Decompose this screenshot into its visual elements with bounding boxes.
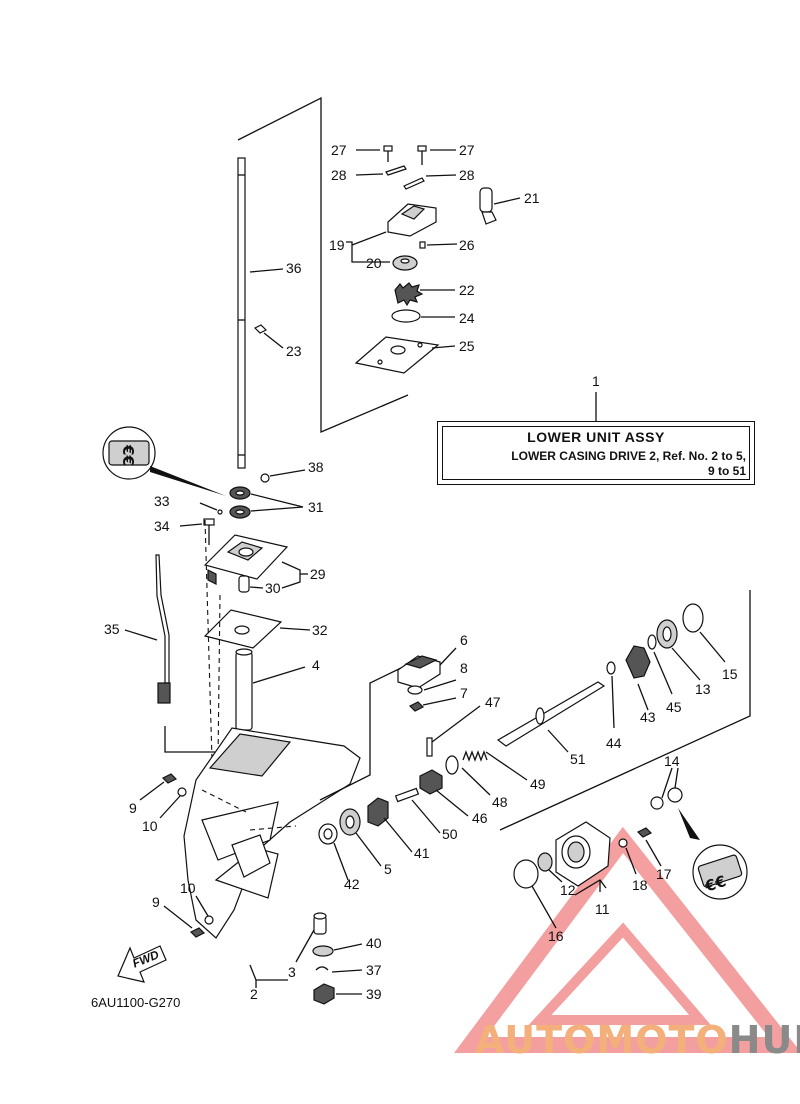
reverse-gear-stack	[606, 603, 726, 729]
assembly-title: LOWER UNIT ASSY	[527, 429, 665, 445]
callout-48: 48	[492, 794, 508, 810]
mounting-bolt	[179, 518, 215, 545]
callout-18: 18	[632, 877, 648, 893]
callout-29: 29	[310, 566, 326, 582]
callout-3: 3	[288, 964, 296, 980]
callout-42: 42	[344, 876, 360, 892]
callout-51: 51	[570, 751, 586, 767]
bearing-housing-cap	[513, 767, 683, 929]
sealant-mark-left: €€	[119, 444, 137, 466]
impeller	[394, 282, 455, 307]
callout-27b: 27	[459, 142, 475, 158]
propeller-shaft	[496, 681, 606, 753]
callout-19: 19	[329, 237, 345, 253]
callout-7: 7	[460, 685, 468, 701]
callout-9: 9	[129, 800, 137, 816]
watermark-moto: MOTO	[596, 1018, 729, 1062]
callout-2: 2	[250, 986, 258, 1002]
assembly-reference-range: 9 to 51	[707, 464, 746, 478]
callout-50: 50	[442, 826, 458, 842]
callout-28a: 28	[331, 167, 347, 183]
callout-12: 12	[560, 882, 576, 898]
water-pipe	[235, 648, 306, 731]
callout-31: 31	[308, 499, 324, 515]
outer-plate	[354, 336, 456, 374]
callout-37: 37	[366, 962, 382, 978]
sealant-callout-right	[678, 808, 748, 900]
callout-labels: 1 2 3 4 5 6 7 8 9 10 9 10 11 12 13 14 15…	[104, 142, 738, 1002]
water-pump-housing	[346, 203, 458, 263]
lower-casing	[183, 727, 361, 988]
callout-10: 10	[142, 818, 158, 834]
oil-seals	[199, 469, 306, 519]
callout-13: 13	[695, 681, 711, 697]
assembly-reference-inner-frame	[442, 426, 750, 480]
lower-bearing-parts	[295, 912, 363, 1005]
callout-24: 24	[459, 310, 475, 326]
callout-39: 39	[366, 986, 382, 1002]
housing-gasket	[203, 609, 311, 649]
callout-36: 36	[286, 260, 302, 276]
callout-11: 11	[595, 901, 610, 917]
callout-5: 5	[384, 861, 392, 877]
water-pump-group-outline	[237, 96, 409, 433]
callout-47: 47	[485, 694, 501, 710]
bushing	[238, 575, 264, 593]
anode-cover	[397, 647, 457, 712]
callout-46: 46	[472, 810, 488, 826]
insert-cartridge	[392, 255, 418, 271]
callout-17: 17	[656, 866, 672, 882]
callout-44: 44	[606, 735, 622, 751]
shift-rod	[124, 554, 171, 704]
callout-23: 23	[286, 343, 302, 359]
callout-40: 40	[366, 935, 382, 951]
callout-27a: 27	[331, 142, 347, 158]
callout-6: 6	[460, 632, 468, 648]
shaft-housing	[203, 534, 308, 589]
callout-45: 45	[666, 699, 682, 715]
callout-30: 30	[265, 580, 281, 596]
drive-shaft	[237, 157, 284, 469]
bearing-and-pinion	[318, 797, 413, 881]
callout-9b: 9	[152, 894, 160, 910]
pump-bolts	[355, 145, 457, 190]
callout-33: 33	[154, 493, 170, 509]
callout-8: 8	[460, 660, 468, 676]
callout-35: 35	[104, 621, 120, 637]
callout-25: 25	[459, 338, 475, 354]
callout-32: 32	[312, 622, 328, 638]
callout-34: 34	[154, 518, 170, 534]
callout-14: 14	[664, 753, 680, 769]
water-tube	[479, 187, 521, 225]
callout-21: 21	[524, 190, 540, 206]
callout-22: 22	[459, 282, 475, 298]
assembly-reference-box: LOWER UNIT ASSY LOWER CASING DRIVE 2, Re…	[437, 421, 755, 485]
watermark-text: AUTOMOTOHUB	[475, 1018, 800, 1062]
propeller-shaft-group-outline	[319, 590, 751, 831]
callout-1: 1	[592, 373, 600, 389]
assembly-reference-line: LOWER CASING DRIVE 2, Ref. No. 2 to 5,	[511, 449, 746, 463]
callout-4: 4	[312, 657, 320, 673]
callout-15: 15	[722, 666, 738, 682]
sealant-callout-left	[102, 426, 226, 496]
diagram-code: 6AU1100-G270	[91, 995, 181, 1010]
dog-clutch	[394, 705, 528, 834]
callout-41: 41	[414, 845, 430, 861]
callout-28b: 28	[459, 167, 475, 183]
watermark-logo-triangle	[454, 826, 800, 1053]
callout-49: 49	[530, 776, 546, 792]
sealant-mark-right: €€	[702, 872, 728, 896]
drain-bolts	[139, 773, 214, 938]
forward-arrow-icon	[117, 945, 167, 983]
callout-10b: 10	[180, 880, 196, 896]
o-ring	[391, 309, 455, 323]
watermark-hub: HUB	[728, 1018, 800, 1062]
watermark-auto: AUTO	[475, 1018, 597, 1062]
callout-38: 38	[308, 459, 324, 475]
callout-16: 16	[548, 928, 564, 944]
callout-20: 20	[366, 255, 382, 271]
callout-43: 43	[640, 709, 656, 725]
callout-26: 26	[459, 237, 475, 253]
